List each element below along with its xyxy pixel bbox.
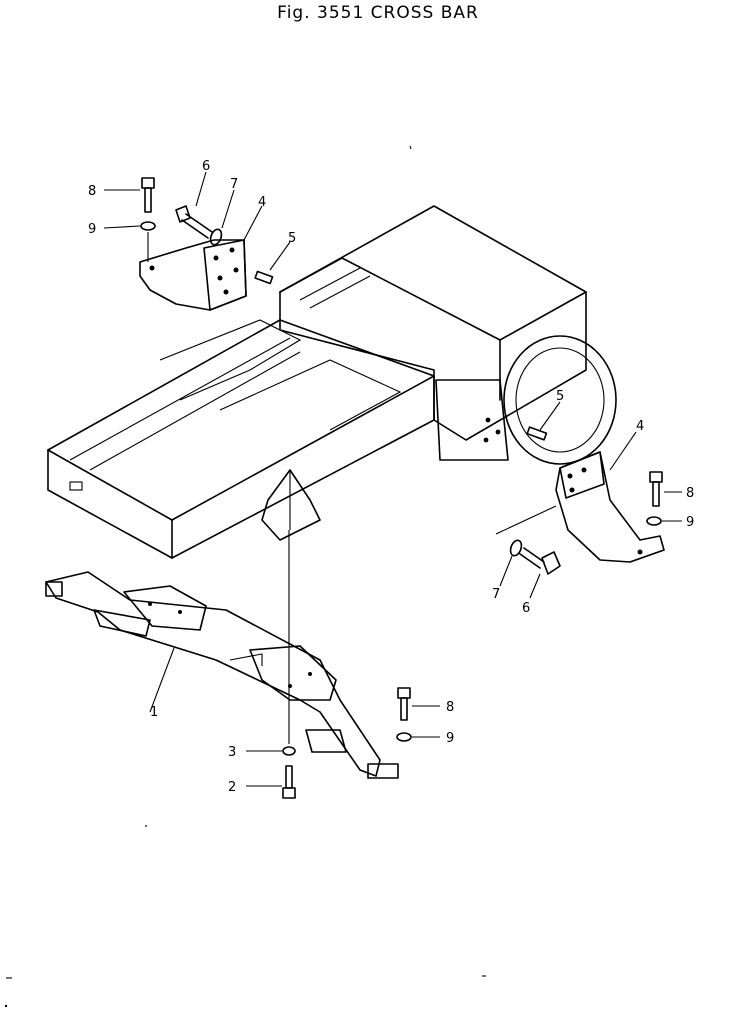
callout-8-lower: 8 [446,700,454,715]
callout-5-left: 5 [288,231,296,246]
callout-9-lower: 9 [446,731,454,746]
cross-bar [45,571,399,779]
callout-9-right: 9 [686,515,694,530]
left-bracket-group [103,171,291,311]
callout-7-left: 7 [230,177,238,192]
figure-title: Fig. 3551 CROSS BAR [277,3,479,23]
callout-4-left: 4 [258,195,266,210]
lower-fasteners [149,530,440,799]
callout-4-right: 4 [636,419,644,434]
callout-2: 2 [228,780,236,795]
callout-labels: 1 2 3 4 4 5 5 6 6 7 7 8 8 8 9 9 9 [88,159,694,795]
callout-6-left: 6 [202,159,210,174]
scan-marks [4,145,486,1008]
callout-3: 3 [228,745,236,760]
main-frame [47,205,617,559]
callout-6-right: 6 [522,601,530,616]
right-bracket-group [495,401,682,599]
callout-5-right: 5 [556,389,564,404]
callout-8-left: 8 [88,184,96,199]
callout-9-left: 9 [88,222,96,237]
callout-7-right: 7 [492,587,500,602]
callout-1: 1 [150,705,158,720]
callout-8-right: 8 [686,486,694,501]
